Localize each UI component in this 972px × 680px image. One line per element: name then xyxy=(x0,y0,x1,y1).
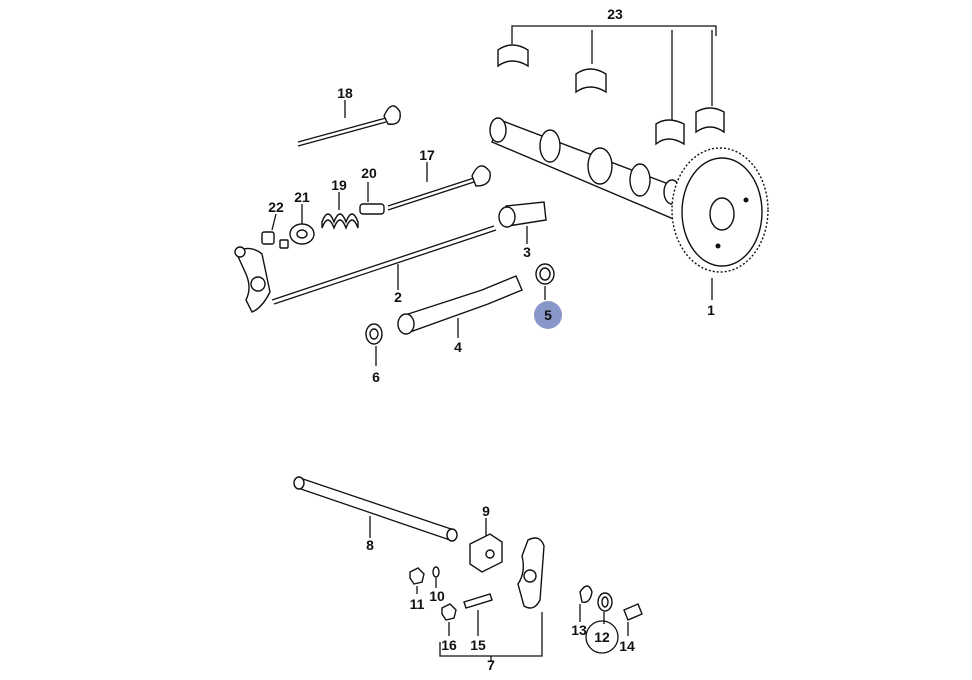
label-1[interactable]: 1 xyxy=(707,302,715,318)
label-17[interactable]: 17 xyxy=(419,147,435,163)
label-11[interactable]: 11 xyxy=(410,596,425,612)
label-8[interactable]: 8 xyxy=(366,537,374,553)
label-7[interactable]: 7 xyxy=(487,657,495,673)
label-6[interactable]: 6 xyxy=(372,369,380,385)
part-11-nut: 11 xyxy=(409,567,425,612)
part-20-keepers: 20 xyxy=(359,165,385,215)
part-14-spring-clip: 14 xyxy=(619,603,643,654)
label-23[interactable]: 23 xyxy=(607,6,623,22)
circled-marker-12[interactable] xyxy=(585,620,619,654)
part-9-shaft-support: 9 xyxy=(469,503,503,573)
label-12[interactable]: 12 xyxy=(594,629,610,645)
label-21[interactable]: 21 xyxy=(294,189,310,205)
rocker-arm-top xyxy=(234,246,271,313)
label-9[interactable]: 9 xyxy=(482,503,490,519)
label-16[interactable]: 16 xyxy=(441,637,457,653)
part-7-rocker-arm: 7 xyxy=(439,537,545,673)
part-3-cam-follower: 3 xyxy=(498,201,547,260)
part-2-pushrod: 2 xyxy=(271,225,497,305)
label-22[interactable]: 22 xyxy=(268,199,284,215)
label-4[interactable]: 4 xyxy=(454,339,462,355)
label-10[interactable]: 10 xyxy=(429,588,445,604)
label-18[interactable]: 18 xyxy=(337,85,353,101)
part-17-valve: 17 xyxy=(387,147,491,211)
part-22-keeper: 22 xyxy=(261,199,289,249)
part-23-bearing-shells: 23 xyxy=(497,6,725,146)
part-1-camshaft: 1 xyxy=(489,117,769,318)
part-6-seal: 6 xyxy=(365,323,383,385)
part-8-rocker-shaft: 8 xyxy=(293,476,458,553)
part-12-washer: 12 xyxy=(585,592,619,654)
part-16-nut: 16 xyxy=(441,603,457,653)
part-4-pushrod-tube: 4 xyxy=(397,275,523,355)
label-5[interactable]: 5 xyxy=(544,307,552,323)
label-19[interactable]: 19 xyxy=(331,177,347,193)
label-15[interactable]: 15 xyxy=(470,637,486,653)
label-2[interactable]: 2 xyxy=(394,289,402,305)
highlight-marker-5[interactable] xyxy=(534,301,562,329)
part-10-clip: 10 xyxy=(429,566,445,604)
label-3[interactable]: 3 xyxy=(523,244,531,260)
part-13-clip: 13 xyxy=(571,585,593,638)
label-20[interactable]: 20 xyxy=(361,165,377,181)
label-14[interactable]: 14 xyxy=(619,638,635,654)
part-18-valve: 18 xyxy=(297,85,401,147)
part-21-spring-cap: 21 xyxy=(289,189,315,245)
part-15-adjusting-screw: 15 xyxy=(463,593,493,653)
label-13[interactable]: 13 xyxy=(571,622,587,638)
part-5-seal: 5 xyxy=(534,263,562,329)
part-19-spring: 19 xyxy=(321,177,359,230)
